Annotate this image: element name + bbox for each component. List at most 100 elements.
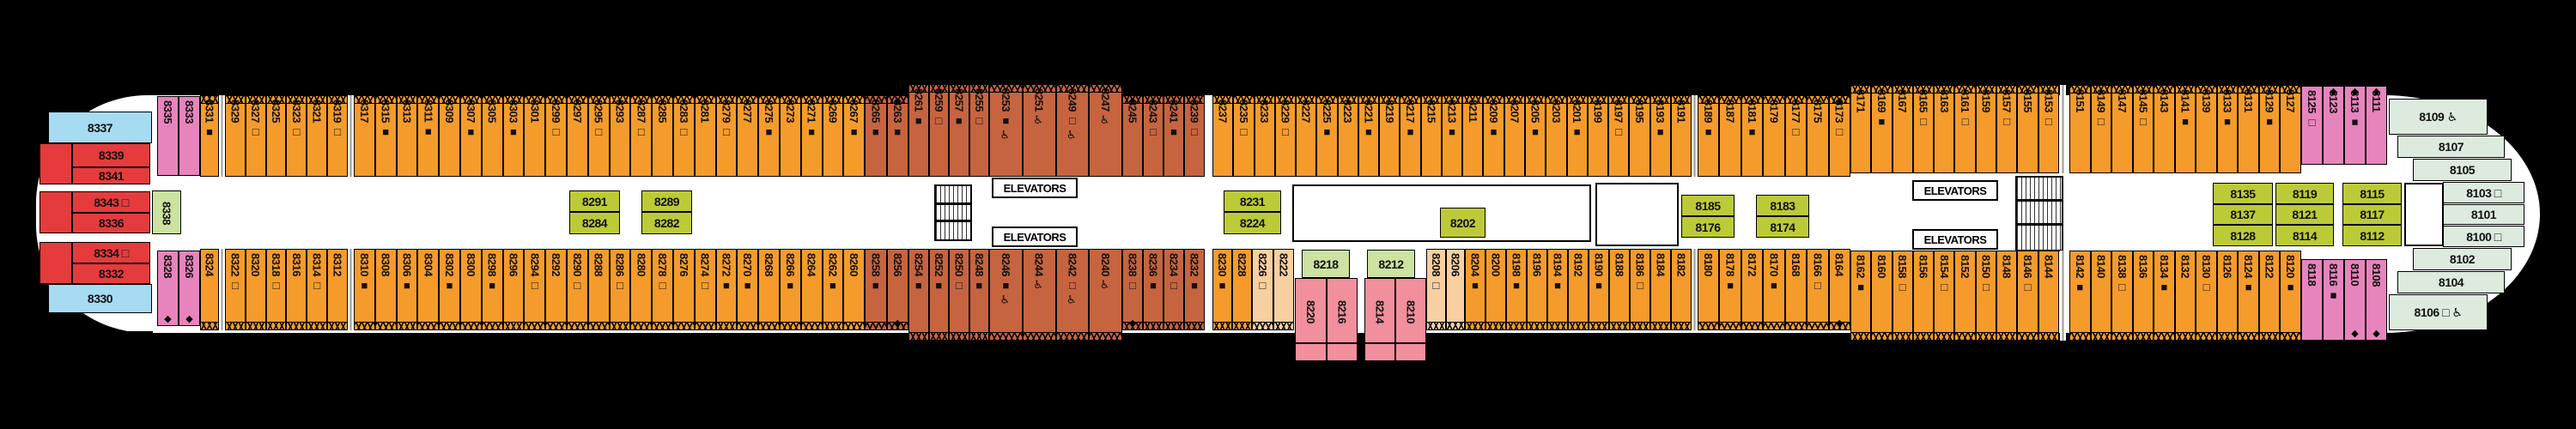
balcony-divider-zigzag <box>2259 86 2280 94</box>
cabin-8127: 8127 <box>2280 85 2302 173</box>
cabin-number: 8324 <box>203 253 216 276</box>
cabin-8316: 8316 <box>286 249 307 330</box>
cabin-number: 8140 <box>2094 255 2108 278</box>
balcony-divider-zigzag <box>2018 86 2038 94</box>
cabin-8159: 8159 <box>1975 85 1997 173</box>
cabin-8319: 8319 □ <box>327 95 348 177</box>
cabin-8198: 8198 ■ <box>1506 249 1527 330</box>
balcony-divider-zigzag <box>2038 86 2058 94</box>
balcony-divider-zigzag <box>246 322 265 329</box>
cabin-number: 8110 <box>2348 263 2361 287</box>
balcony-divider-zigzag <box>1720 96 1741 104</box>
cabin-8278: 8278 □ <box>652 249 673 330</box>
cabin-8240: 8240 ♿ <box>1089 249 1122 341</box>
cabin-8228: 8228 <box>1232 249 1252 330</box>
cabin-8122: 8122 <box>2258 251 2281 341</box>
cabin-8292: 8292 <box>545 249 567 330</box>
cabin-8153: 8153 □ <box>2038 85 2059 173</box>
cabin-8227: 8227 <box>1296 95 1317 177</box>
diamond-icon: ◆ <box>2351 87 2359 97</box>
cabin-8207: 8207 <box>1504 95 1525 177</box>
balcony-divider-zigzag <box>1273 322 1293 329</box>
balcony-divider-zigzag <box>887 96 908 104</box>
cabin-number: 8210 <box>1404 299 1418 323</box>
balcony-divider-zigzag <box>610 96 630 104</box>
cabin-8206: 8206 <box>1445 249 1465 330</box>
cabin-8229: 8229 □ <box>1274 95 1297 177</box>
cabin-8109: 8109 ♿ <box>2389 99 2488 135</box>
cabin-8174: 8174 <box>1756 216 1809 238</box>
cabin-8115: 8115 <box>2342 183 2402 204</box>
cabin-number: 8183 <box>1770 198 1795 213</box>
cabin-number: 8330 <box>87 292 113 305</box>
balcony-divider-zigzag <box>1317 96 1337 104</box>
cabin-8110: 8110◆ <box>2344 259 2366 341</box>
balcony-divider-zigzag <box>1610 322 1629 329</box>
cabin-number: 8138 □ <box>2115 255 2129 293</box>
balcony-divider-zigzag <box>2281 332 2301 340</box>
cabin-number: 8233 <box>1258 100 1272 123</box>
suite-balcony-1 <box>1295 343 1327 361</box>
cabin-number: 8315 ■ <box>379 100 392 138</box>
balcony-divider-zigzag <box>780 322 800 329</box>
cabin-number: 8226 □ <box>1255 253 1269 292</box>
balcony-divider-zigzag <box>588 322 609 329</box>
cabin-8223: 8223 <box>1337 95 1358 177</box>
aft-corner-top: 8337 <box>48 112 152 143</box>
cabin-8172: 8172 <box>1741 249 1764 330</box>
balcony-divider-zigzag <box>1588 96 1608 104</box>
cabin-8138: 8138 □ <box>2111 251 2133 341</box>
cabin-number: 8148 <box>2000 255 2014 278</box>
cabin-number: 8269 <box>826 100 840 123</box>
balcony-divider-zigzag <box>1698 322 1719 329</box>
cabin-8267: 8267 ■ <box>843 95 866 177</box>
fire-zone-divider <box>219 249 225 330</box>
elevator-label: ELEVATORS <box>1003 230 1066 244</box>
cabin-number: 8167 <box>1896 89 1910 112</box>
cabin-8176: 8176 <box>1681 216 1735 238</box>
cabin-number: 8331 ■ <box>203 100 216 138</box>
cabin-8254: 8254 ■ <box>908 249 929 341</box>
balcony-divider-zigzag <box>801 96 822 104</box>
elevators-fwd-port: ELEVATORS <box>1912 180 1998 201</box>
cabin-number: 8228 <box>1236 253 1249 276</box>
elevators-aft-port: ELEVATORS <box>992 178 1078 198</box>
cabin-8199: 8199 <box>1587 95 1609 177</box>
cabin-8182: 8182 <box>1671 249 1692 330</box>
cabin-8299: 8299 □ <box>545 95 567 177</box>
cabin-number: 8102 <box>2449 252 2476 266</box>
cabin-number: 8343 □ <box>94 195 129 209</box>
bottom-peach-1: 8226 □8222 <box>1252 249 1294 330</box>
cabin-8309: 8309 <box>439 95 460 177</box>
balcony-divider-zigzag <box>909 85 928 93</box>
balcony-divider-zigzag <box>1056 85 1089 93</box>
cabin-8209: 8209 ■ <box>1483 95 1504 177</box>
balcony-divider-zigzag <box>328 96 347 104</box>
cabin-8246: 8246 ■ ♿ <box>989 249 1023 341</box>
cabin-number: 8119 <box>2292 186 2318 201</box>
cabin-8210: 8210 <box>1395 278 1426 343</box>
cabin-8273: 8273 <box>779 95 801 177</box>
cabin-number: 8196 <box>1530 253 1544 276</box>
balcony-divider-zigzag <box>929 85 948 93</box>
cabin-number: 8223 <box>1341 100 1355 123</box>
cabin-8285: 8285 <box>652 95 673 177</box>
cabin-8197: 8197 □ <box>1608 95 1630 177</box>
balcony-divider-zigzag <box>460 96 481 104</box>
cabin-8322: 8322 □ <box>225 249 246 330</box>
balcony-divider-zigzag <box>990 85 1022 93</box>
cabin-number: 8316 <box>289 253 303 276</box>
cabin-number: 8179 <box>1767 100 1781 123</box>
balcony-divider-zigzag <box>1955 86 1975 94</box>
cabin-number: 8217 ■ <box>1404 100 1418 138</box>
cabin-8143: 8143 <box>2154 85 2175 173</box>
balcony-divider-zigzag <box>1630 96 1649 104</box>
balcony-divider-zigzag <box>716 96 737 104</box>
cabin-number: 8103 □ <box>2466 185 2501 200</box>
cabin-number: 8234 □ <box>1167 253 1181 292</box>
cabin-number: 8203 <box>1549 100 1563 123</box>
balcony-divider-zigzag <box>1741 322 1763 329</box>
